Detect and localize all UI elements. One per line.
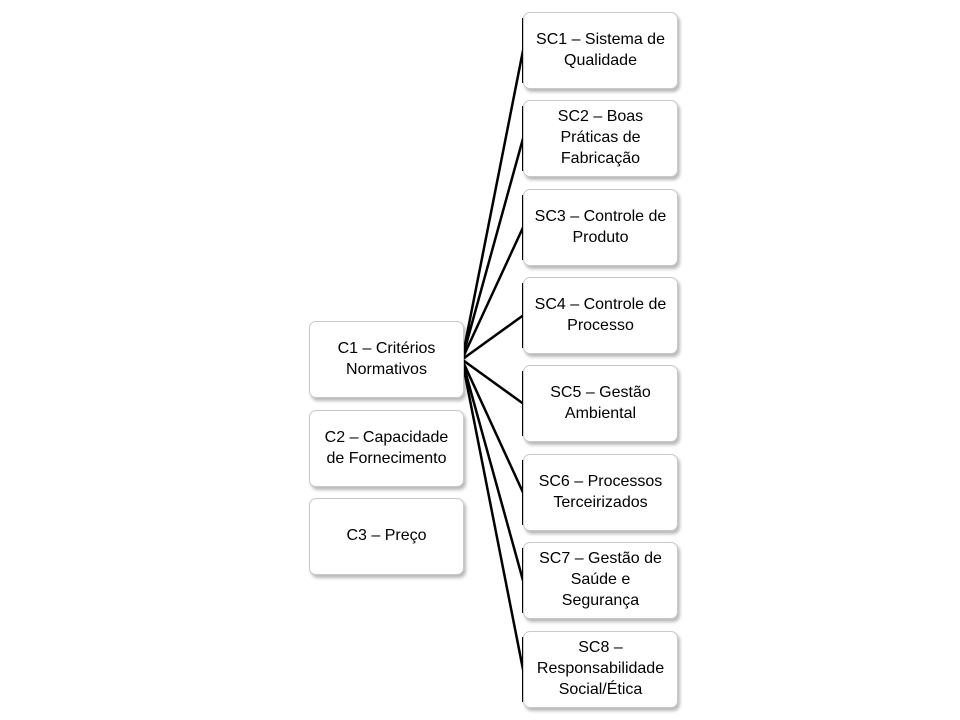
subcriterion-box-sc7: SC7 – Gestão de Saúde e Segurança bbox=[523, 542, 678, 619]
criterion-box-c2: C2 – Capacidade de Fornecimento bbox=[309, 410, 464, 487]
criterion-box-c3: C3 – Preço bbox=[309, 498, 464, 575]
connector-c1-sc2 bbox=[460, 138, 525, 360]
subcriterion-box-sc4: SC4 – Controle de Processo bbox=[523, 277, 678, 354]
subcriterion-box-sc8: SC8 – Responsabilidade Social/Ética bbox=[523, 631, 678, 708]
connector-c1-sc1 bbox=[460, 50, 525, 360]
connector-c1-sc5 bbox=[461, 358, 524, 405]
subcriterion-box-sc5: SC5 – Gestão Ambiental bbox=[523, 365, 678, 442]
connector-c1-sc4 bbox=[461, 314, 524, 361]
connector-c1-sc6 bbox=[460, 358, 525, 494]
subcriterion-box-sc1: SC1 – Sistema de Qualidade bbox=[523, 12, 678, 89]
connector-c1-sc3 bbox=[460, 226, 525, 361]
criterion-box-c1: C1 – Critérios Normativos bbox=[309, 321, 464, 398]
subcriterion-box-sc2: SC2 – Boas Práticas de Fabricação bbox=[523, 100, 678, 177]
subcriterion-box-sc3: SC3 – Controle de Produto bbox=[523, 189, 678, 266]
connector-c1-sc7 bbox=[460, 359, 525, 581]
connector-c1-sc8 bbox=[460, 359, 525, 670]
subcriterion-box-sc6: SC6 – Processos Terceirizados bbox=[523, 454, 678, 531]
